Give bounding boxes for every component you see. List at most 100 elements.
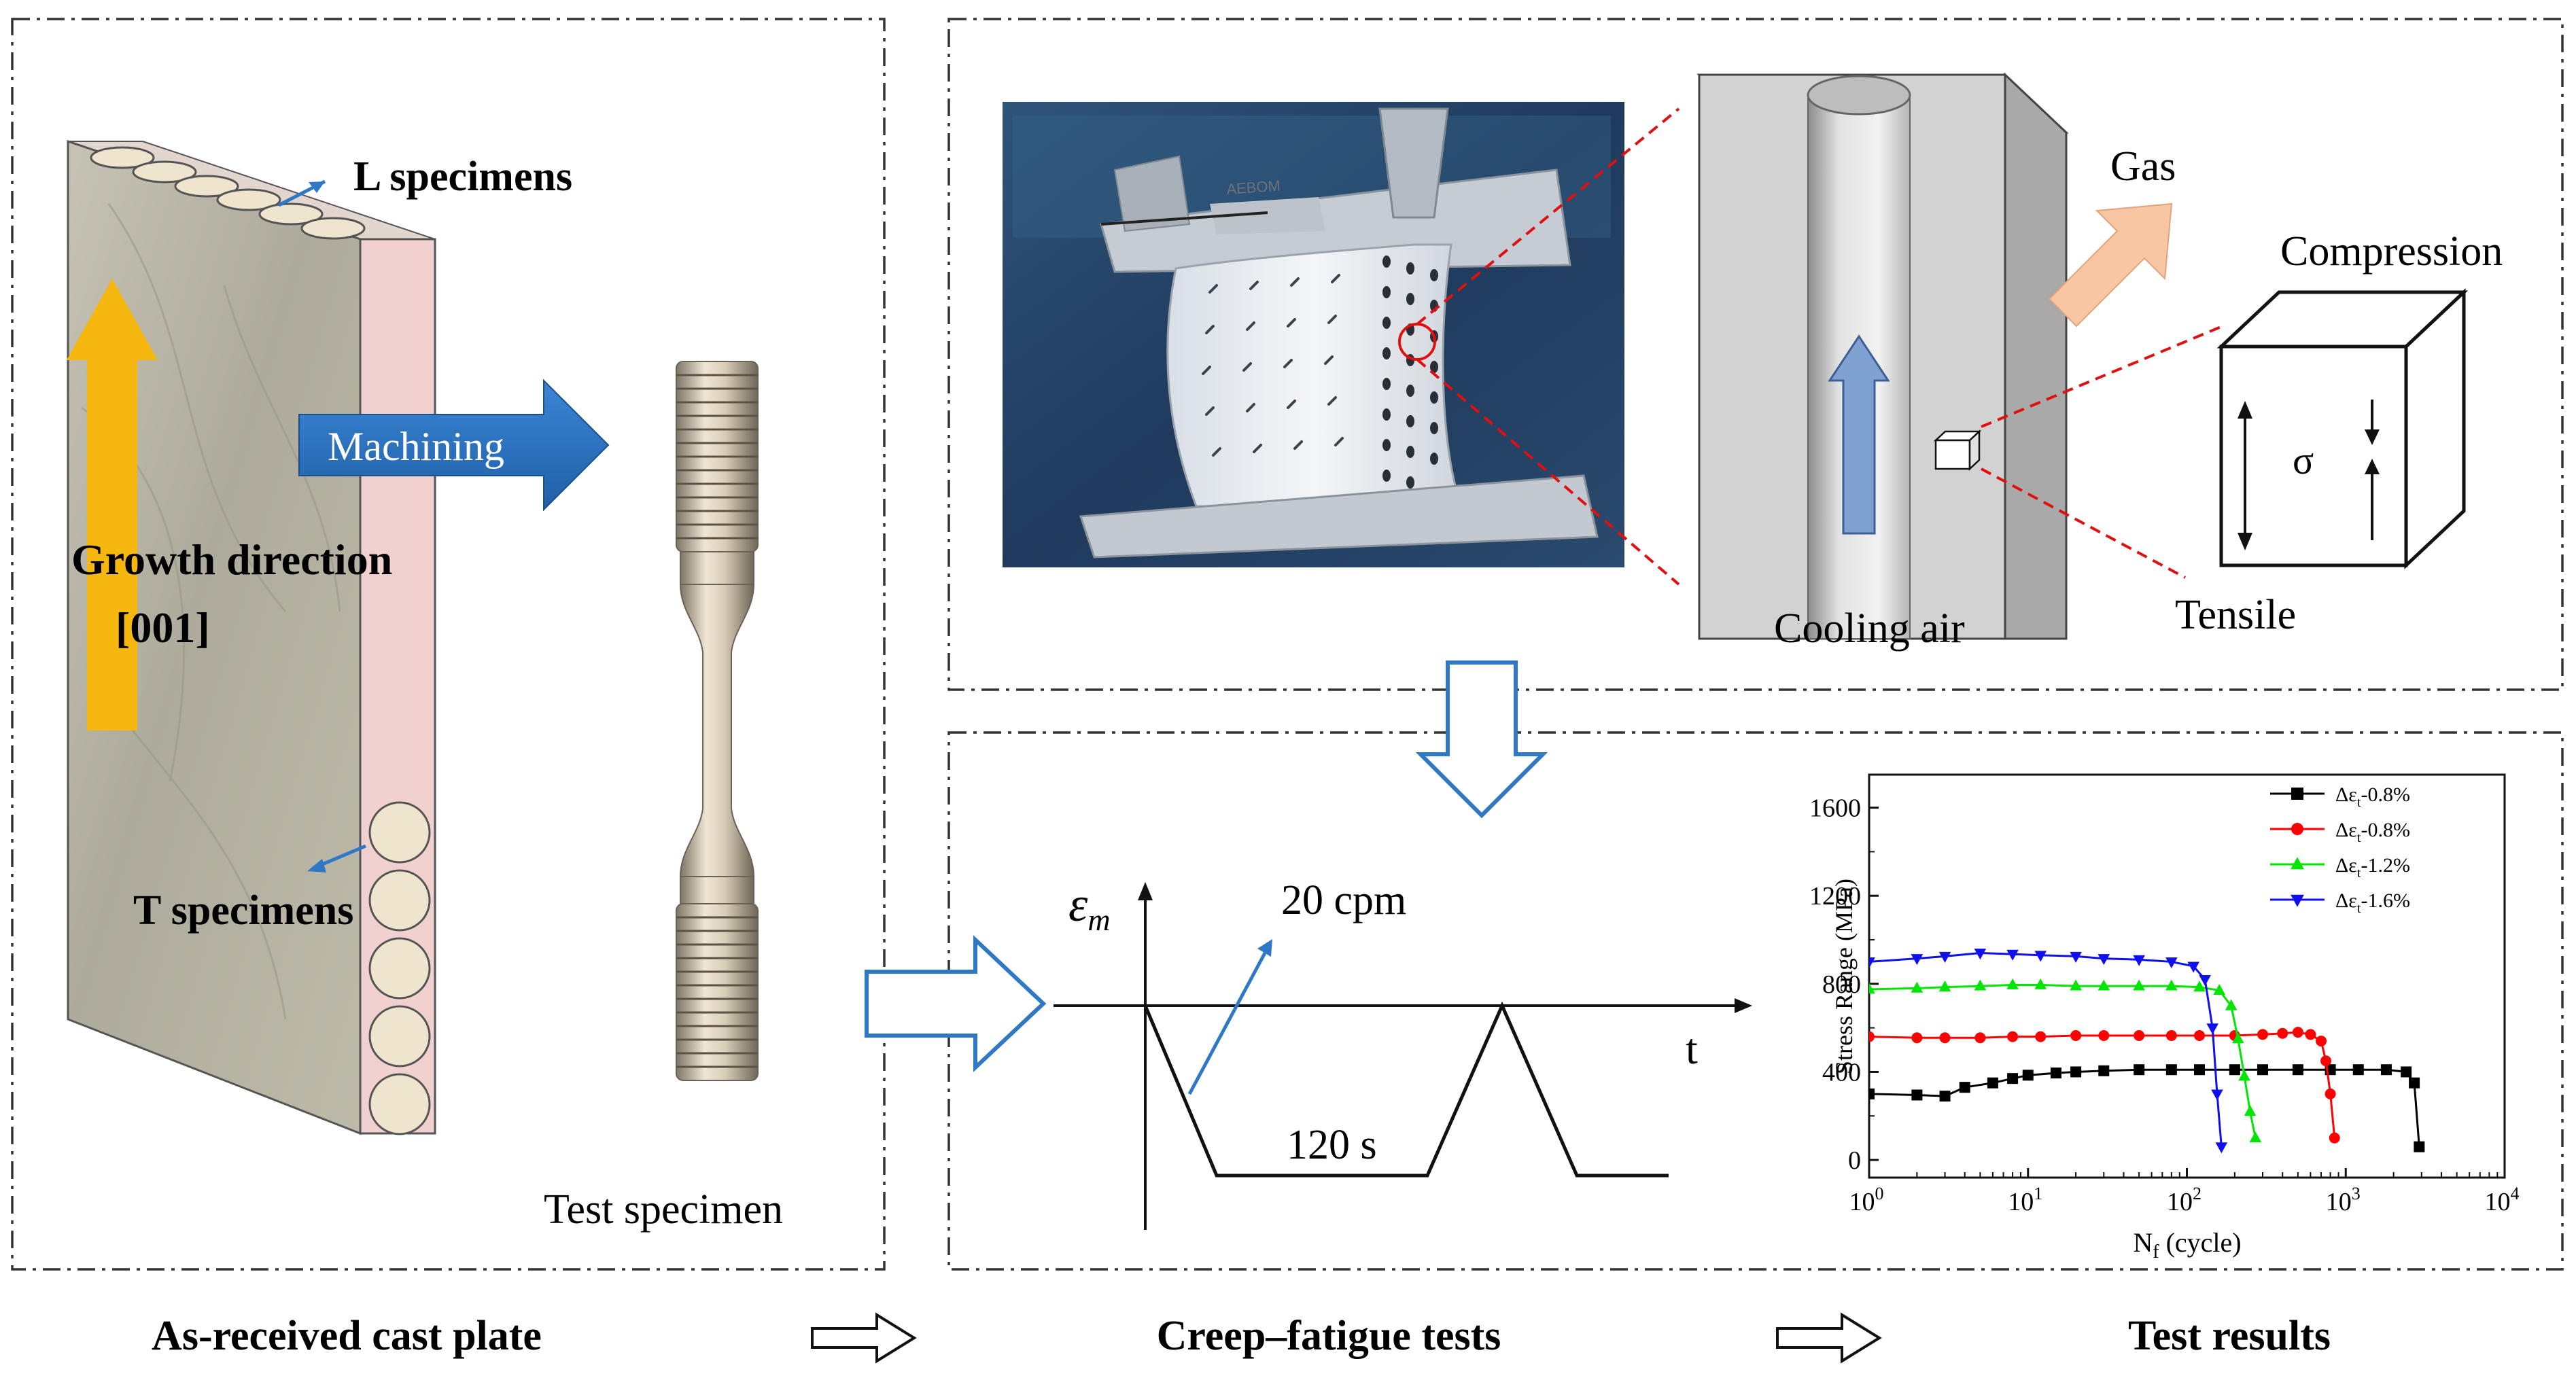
waveform-line	[1143, 1001, 1669, 1178]
series-line	[1869, 1031, 2336, 1138]
data-point	[2316, 1036, 2327, 1047]
series-line	[1869, 1068, 2420, 1147]
data-point	[1974, 949, 1987, 960]
data-point	[2098, 1029, 2110, 1041]
blade-frame	[947, 18, 2564, 691]
workflow-arrow-2	[1776, 1312, 1882, 1364]
data-point	[2257, 1029, 2269, 1040]
data-point	[2187, 962, 2199, 973]
y-tick-label: 1600	[1809, 794, 1861, 823]
chart-y-label: Stress Range (MPa)	[1830, 879, 1858, 1074]
data-point	[2098, 1065, 2110, 1076]
waveform-diagram	[1054, 882, 1752, 1230]
data-point	[2249, 1131, 2262, 1143]
data-point	[2206, 1023, 2219, 1035]
data-point	[2244, 1105, 2257, 1116]
y-tick-label: 400	[1822, 1058, 1861, 1087]
data-point	[2232, 1032, 2244, 1044]
data-point	[1959, 1082, 1970, 1093]
data-point	[2165, 957, 2178, 969]
cooling-air-arrow	[1828, 334, 1890, 535]
data-point	[2277, 1027, 2288, 1039]
x-tick-label: 103	[2326, 1184, 2361, 1216]
zoom-line-cube-top	[1981, 325, 2223, 428]
data-point	[2211, 1089, 2223, 1101]
data-point	[2134, 1064, 2145, 1076]
series-line	[1869, 951, 2223, 1147]
turbine-blade-photo	[1003, 102, 1624, 567]
series-line	[1869, 983, 2257, 1138]
legend-marker	[2291, 857, 2304, 870]
rate-label: 20 cpm	[1281, 877, 1406, 923]
cooling-air-label: Cooling air	[1774, 605, 1965, 652]
legend-marker	[2291, 788, 2303, 800]
test-specimen-label: Test specimen	[544, 1186, 783, 1233]
tensile-label: Tensile	[2175, 592, 2296, 638]
data-point	[2320, 1055, 2332, 1067]
data-point	[2007, 1073, 2019, 1084]
data-point	[1938, 951, 1951, 963]
workflow-step-results: Test results	[2128, 1313, 2331, 1359]
workflow-step-tests: Creep–fatigue tests	[1157, 1313, 1501, 1359]
compression-label: Compression	[2280, 228, 2503, 275]
rate-pointer	[1187, 947, 1270, 1095]
chart-x-label: Nf (cycle)	[2133, 1227, 2241, 1263]
cooling-channel-block	[1696, 72, 2173, 640]
legend-label: Δεt-1.2%	[2335, 854, 2410, 881]
x-tick-label: 104	[2485, 1184, 2520, 1216]
data-point	[1987, 1077, 1998, 1089]
data-point	[1939, 1032, 1951, 1044]
gas-arrow	[2048, 202, 2173, 328]
data-point	[1869, 1031, 1875, 1042]
gas-label: Gas	[2110, 143, 2176, 190]
workflow-footer: As-received cast plate Creep–fatigue tes…	[152, 1312, 2331, 1364]
data-point	[1869, 983, 1875, 994]
y-tick-label: 800	[1822, 970, 1861, 999]
workflow-step-cast-plate: As-received cast plate	[152, 1313, 542, 1359]
data-point	[2098, 979, 2110, 991]
legend-marker	[2291, 823, 2303, 835]
chart-legend: Δεt-0.8%Δεt-0.8%Δεt-1.2%Δεt-1.6%	[2270, 783, 2410, 916]
data-point	[2414, 1141, 2425, 1152]
data-point	[2329, 1132, 2340, 1144]
y-tick-label: 0	[1848, 1146, 1861, 1175]
x-tick-label: 102	[2167, 1184, 2201, 1216]
l-specimens-label: L specimens	[353, 154, 572, 200]
hold-label: 120 s	[1287, 1122, 1377, 1168]
data-point	[2401, 1066, 2412, 1078]
data-point	[2007, 1031, 2019, 1042]
blade-to-tests-arrow	[1415, 660, 1548, 819]
data-point	[2022, 1070, 2034, 1081]
data-point	[2165, 979, 2178, 991]
zoom-line-bottom	[1416, 358, 1680, 586]
l-specimen-pointer-head	[309, 181, 325, 193]
waveform-y-label: εm	[1068, 877, 1111, 937]
zoom-line-cube-bottom	[1981, 468, 2186, 579]
data-point	[1911, 981, 1924, 993]
legend-label: Δεt-0.8%	[2335, 819, 2410, 845]
data-point	[2225, 999, 2238, 1010]
data-point	[1938, 981, 1951, 992]
data-point	[2035, 1031, 2047, 1042]
t-specimen-pointer-head	[307, 859, 326, 872]
cast-plate-frame	[11, 18, 886, 1271]
data-point	[2257, 1064, 2269, 1076]
data-point	[2070, 1029, 2082, 1041]
l-specimen-holes	[90, 146, 366, 240]
blade-marking: AEBOM	[1226, 177, 1281, 198]
data-point	[2050, 1068, 2061, 1079]
data-point	[2134, 1029, 2145, 1041]
data-point	[1869, 1088, 1875, 1099]
data-point	[2070, 1066, 2082, 1078]
cast-plate	[67, 139, 436, 1135]
waveform-x-label: t	[1686, 1025, 1698, 1073]
x-tick-label: 101	[2008, 1184, 2042, 1216]
data-point	[1974, 979, 1987, 991]
data-point	[2070, 979, 2082, 991]
legend-marker	[2291, 894, 2304, 907]
data-point	[2380, 1064, 2392, 1076]
data-point	[1939, 1091, 1951, 1102]
data-point	[2238, 1070, 2250, 1081]
machining-arrow	[298, 378, 610, 512]
